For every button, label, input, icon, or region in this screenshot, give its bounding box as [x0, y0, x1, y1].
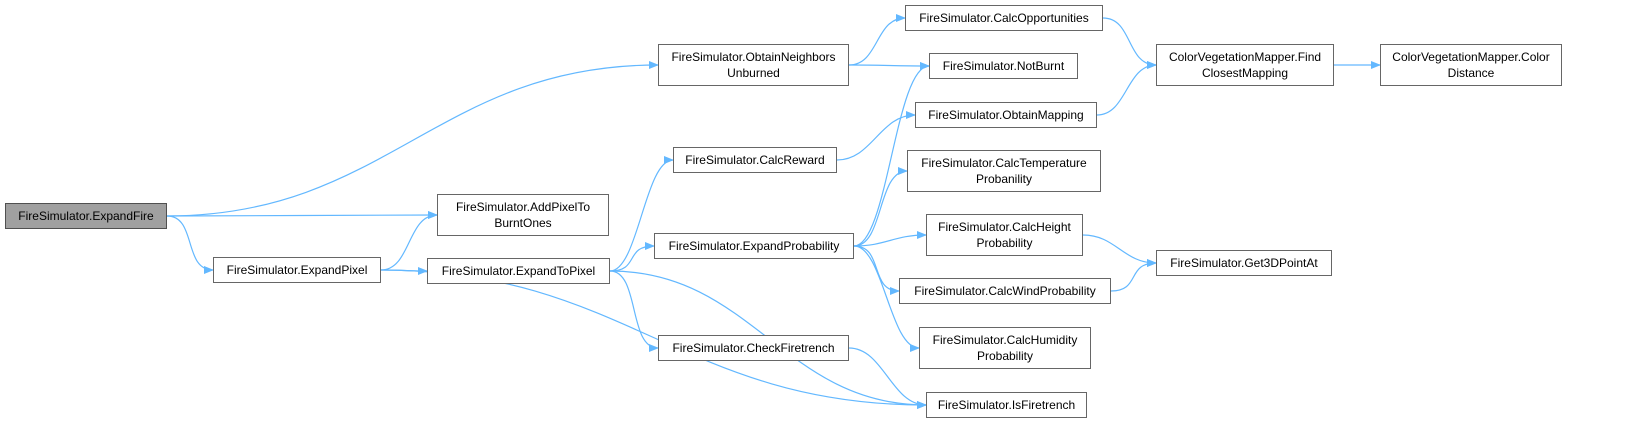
node-label-line: FireSimulator.CalcHeight [938, 220, 1071, 234]
node-label-line: FireSimulator.CheckFiretrench [672, 341, 835, 355]
node-notburnt[interactable]: FireSimulator.NotBurnt [929, 53, 1078, 79]
edge-calcopp-to-findclosest [1102, 17, 1157, 69]
edge-expandfire-to-neighbors [166, 61, 659, 217]
node-calcwind[interactable]: FireSimulator.CalcWindProbability [899, 278, 1111, 304]
edge-expandprob-to-calctemp [853, 167, 908, 247]
edge-expandprob-to-calchum [853, 245, 920, 352]
edge-expandtopixel-to-expandprob [609, 242, 655, 272]
node-label-line: FireSimulator.CalcOpportunities [919, 11, 1089, 25]
node-label-line: FireSimulator.IsFiretrench [937, 398, 1076, 412]
node-label-line: Probanility [975, 172, 1033, 186]
node-label-line: Probability [976, 236, 1033, 250]
node-label-line: ColorVegetationMapper.Color [1392, 50, 1550, 64]
node-expandprob[interactable]: FireSimulator.ExpandProbability [654, 233, 854, 259]
node-label-line: FireSimulator.ExpandFire [18, 209, 154, 223]
node-expandtopixel[interactable]: FireSimulator.ExpandToPixel [427, 258, 610, 284]
edge-expandtopixel-to-checkfire [609, 270, 659, 352]
node-expandpixel[interactable]: FireSimulator.ExpandPixel [213, 257, 381, 283]
edge-neighbors-to-calcopp [848, 14, 906, 66]
edge-calcreward-to-obtainmap [836, 111, 916, 161]
node-label-line: FireSimulator.ExpandPixel [226, 263, 368, 277]
node-label-line: Unburned [727, 66, 780, 80]
node-label-line: Probability [976, 349, 1034, 363]
node-label-line: FireSimulator.ObtainNeighbors [671, 50, 836, 64]
edge-expandprob-to-calcwind [853, 245, 900, 295]
node-calcreward[interactable]: FireSimulator.CalcReward [673, 147, 837, 173]
edge-expandprob-to-notburnt [853, 62, 930, 247]
edge-expandpixel-to-addpixel [380, 211, 438, 271]
node-label-line: ClosestMapping [1201, 66, 1289, 80]
edge-checkfire-to-isfire [848, 347, 927, 409]
node-label-line: FireSimulator.CalcTemperature [921, 156, 1087, 170]
node-expandfire: FireSimulator.ExpandFire [5, 203, 167, 229]
node-label-line: FireSimulator.CalcWindProbability [914, 284, 1096, 298]
edge-expandfire-to-expandpixel [166, 215, 214, 274]
node-obtainmap[interactable]: FireSimulator.ObtainMapping [915, 102, 1097, 128]
node-calcopp[interactable]: FireSimulator.CalcOpportunities [905, 5, 1103, 31]
edge-expandtopixel-to-calcreward [609, 156, 674, 272]
node-get3d[interactable]: FireSimulator.Get3DPointAt [1156, 250, 1332, 276]
node-label-line: Distance [1447, 66, 1495, 80]
edge-expandprob-to-calcheight [853, 231, 927, 247]
node-label-line: FireSimulator.ExpandProbability [668, 239, 840, 253]
node-checkfire[interactable]: FireSimulator.CheckFiretrench [658, 335, 849, 361]
node-label-line: FireSimulator.Get3DPointAt [1170, 256, 1318, 270]
node-label-line: BurntOnes [494, 216, 552, 230]
edge-neighbors-to-notburnt [848, 61, 930, 70]
node-label-line: FireSimulator.NotBurnt [942, 59, 1065, 73]
node-label-line: FireSimulator.CalcHumidity [932, 333, 1078, 347]
node-isfire[interactable]: FireSimulator.IsFiretrench [926, 392, 1087, 418]
node-label-line: FireSimulator.ObtainMapping [928, 108, 1084, 122]
node-label-line: FireSimulator.AddPixelTo [455, 200, 591, 214]
edge-calcheight-to-get3d [1082, 234, 1157, 267]
edge-obtainmap-to-findclosest [1096, 61, 1157, 116]
node-label-line: FireSimulator.CalcReward [685, 153, 825, 167]
edge-expandfire-to-addpixel [166, 211, 438, 220]
edge-calcwind-to-get3d [1110, 259, 1157, 292]
node-label-line: ColorVegetationMapper.Find [1168, 50, 1322, 64]
node-label-line: FireSimulator.ExpandToPixel [441, 264, 596, 278]
